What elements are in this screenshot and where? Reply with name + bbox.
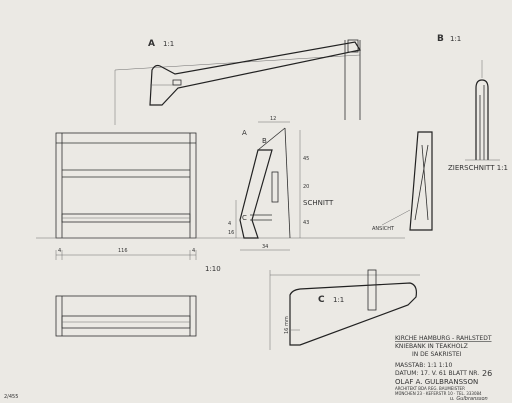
dim-section-top: 12 [270, 116, 276, 122]
title-blatt-nr: 26 [482, 369, 492, 378]
corner-note: 2/455 [4, 394, 18, 400]
title-line-3: IN DE SAKRISTEI [412, 351, 462, 358]
title-line-1: KIRCHE HAMBURG - RAHLSTEDT [395, 335, 492, 342]
title-massstab: MASSTAB: 1:1 1:10 [395, 362, 452, 369]
dim-section-b: 20 [303, 184, 309, 190]
detail-a: A 1:1 [114, 39, 361, 125]
section-label: SCHNITT [303, 199, 334, 207]
title-architect-sub: ARCHITEKT BDA REG. BAUMEISTER [395, 386, 465, 391]
title-architect: OLAF A. GULBRANSSON [395, 378, 478, 386]
title-block: KIRCHE HAMBURG - RAHLSTEDT KNIEBANK IN T… [395, 335, 492, 402]
dim-section-a: 45 [303, 156, 309, 162]
section-marker-b: B [262, 137, 267, 145]
detail-a-label: A [148, 39, 155, 49]
detail-a-scale: 1:1 [163, 40, 174, 48]
dim-bottom-right: 4 [192, 248, 195, 254]
detail-b: B 1:1 ZIERSCHNITT 1:1 [437, 34, 508, 172]
dim-section-width: 34 [262, 244, 268, 250]
side-elevation: ANSICHT [372, 131, 433, 232]
dim-section-left-b: 16 [228, 230, 234, 236]
detail-b-scale: 1:1 [450, 35, 461, 43]
zierschnitt-label: ZIERSCHNITT 1:1 [448, 164, 508, 172]
dim-section-c: 43 [303, 220, 309, 226]
main-scale-label: 1:10 [205, 265, 221, 273]
elevation-label: ANSICHT [372, 226, 395, 232]
title-datum: DATUM: 17. V. 61 BLATT NR. [395, 370, 479, 377]
detail-b-label: B [437, 34, 444, 44]
front-elevation [36, 132, 405, 239]
plan-view [55, 295, 197, 337]
dim-bottom-left: 4 [58, 248, 61, 254]
detail-c-scale: 1:1 [333, 296, 344, 304]
title-address: MÜNCHEN 23 · KEFERSTR 10 · TEL. 333084 [395, 391, 482, 396]
title-signature: u. Gulbransson [450, 396, 488, 402]
section-marker-c: C [242, 214, 247, 222]
dim-c-height: 16 mm [284, 316, 290, 334]
section-marker-a: A [242, 129, 247, 137]
bottom-dimensions: 4 116 4 1:10 [55, 248, 221, 273]
dim-section-left-a: 4 [228, 221, 231, 227]
title-line-2: KNIEBANK IN TEAKHOLZ [395, 343, 468, 350]
detail-c-label: C [318, 295, 325, 305]
dim-bottom-mid: 116 [118, 248, 128, 254]
section-view: 12 45 20 43 4 16 34 A B C SCHNITT [228, 116, 334, 251]
detail-c: C 1:1 16 mm [269, 269, 420, 350]
